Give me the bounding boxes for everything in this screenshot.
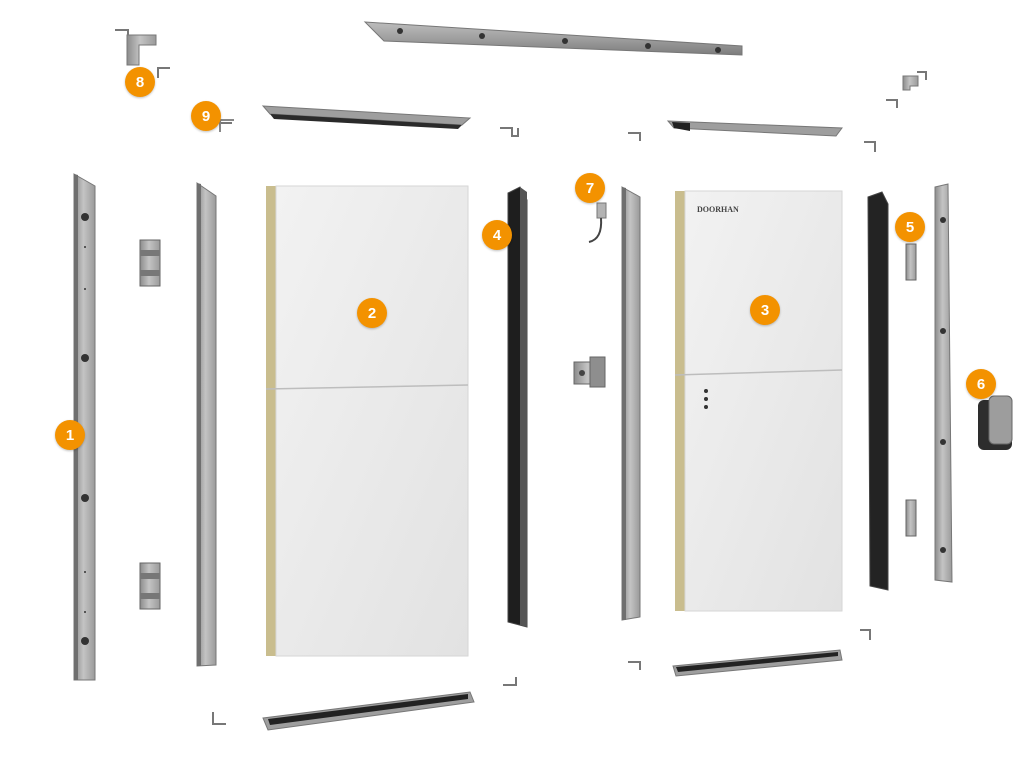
handle-cover [978, 395, 1013, 450]
callout-7[interactable]: 7 [575, 173, 605, 203]
left-door-panel [265, 185, 469, 657]
left-bottom-sill [262, 691, 475, 731]
lock-sensor [588, 202, 607, 243]
corner-bracket-top-right [886, 71, 927, 108]
callout-5[interactable]: 5 [895, 212, 925, 242]
corner-bracket-9 [219, 119, 234, 132]
right-bottom-sill [672, 649, 843, 677]
right-door-panel [674, 190, 843, 612]
right-frame-post [934, 183, 953, 583]
door-leaf-seal-post [507, 186, 528, 628]
right-hinges [905, 243, 917, 537]
small-brackets [212, 122, 876, 725]
right-seal-post [867, 191, 889, 591]
left-hinges [139, 239, 161, 610]
callout-4[interactable]: 4 [482, 220, 512, 250]
callout-8[interactable]: 8 [125, 67, 155, 97]
callout-9[interactable]: 9 [191, 101, 221, 131]
corner-bracket-top-left [115, 29, 170, 78]
right-top-seal-rail [666, 120, 843, 137]
brand-mark: DOORHAN [697, 205, 739, 214]
top-frame-rail [363, 21, 743, 56]
callout-3[interactable]: 3 [750, 295, 780, 325]
left-top-seal-rail [261, 105, 472, 129]
callout-2[interactable]: 2 [357, 298, 387, 328]
callout-6[interactable]: 6 [966, 369, 996, 399]
lock-mechanism [573, 356, 606, 388]
callout-1[interactable]: 1 [55, 420, 85, 450]
left-door-jamb [196, 182, 217, 667]
middle-door-jamb [621, 186, 641, 621]
left-frame-post [73, 173, 96, 681]
